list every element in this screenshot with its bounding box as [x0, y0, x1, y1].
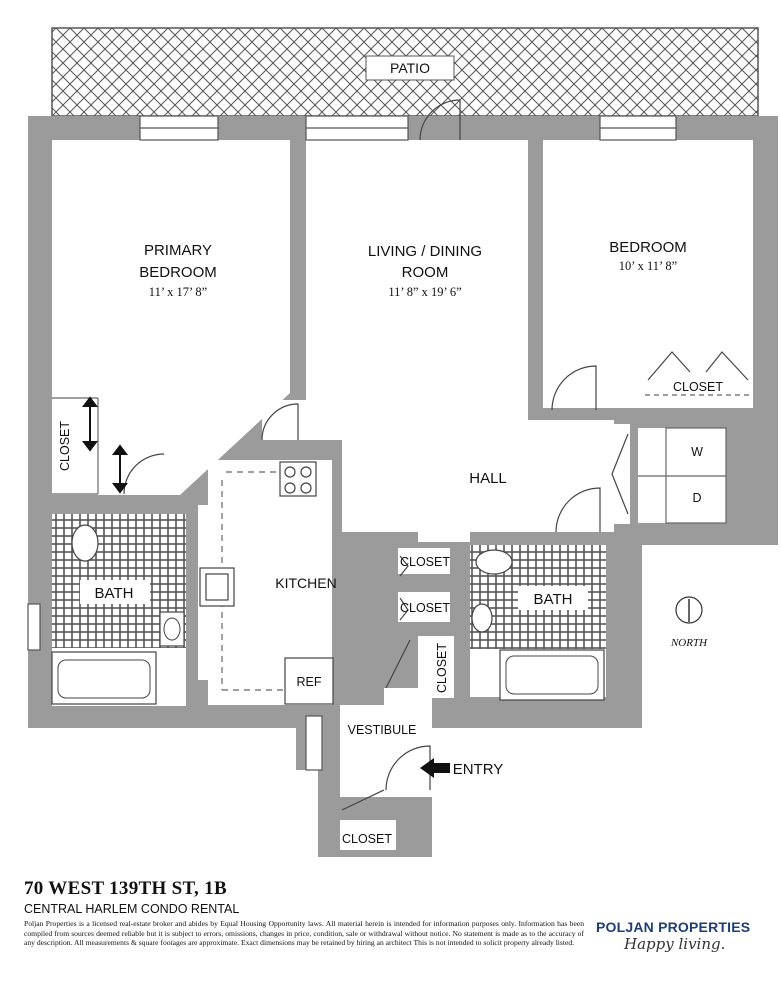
hall-floor: [342, 420, 614, 532]
door-closet-entry[interactable]: [341, 789, 385, 811]
doors[interactable]: [123, 99, 749, 811]
closet-hall-1-floor: [398, 548, 450, 574]
door-patio[interactable]: [419, 99, 461, 141]
window-bath: [27, 603, 41, 651]
closet-hall-3-label: CLOSET: [435, 643, 449, 693]
toilet-icon: [475, 549, 513, 575]
bath-label-bg: [80, 580, 150, 604]
hall-label: HALL: [469, 470, 507, 487]
bedroom-title: BEDROOM: [609, 239, 687, 256]
entry-arrow-icon: [420, 758, 450, 778]
door-hall-closet-1[interactable]: [399, 555, 409, 577]
living-dining-floor: [306, 140, 528, 400]
listing-footer: 70 WEST 139TH ST, 1B CENTRAL HARLEM COND…: [24, 878, 584, 948]
second-bath: BATH: [470, 545, 606, 701]
vestibule-label: VESTIBULE: [348, 723, 417, 737]
closet-hall-2-label: CLOSET: [400, 601, 450, 615]
bathtub-icon: [499, 649, 605, 701]
bath-two-label: BATH: [534, 591, 573, 608]
patio: PATIO: [51, 27, 759, 117]
door-living-swing[interactable]: [261, 403, 299, 441]
closet-slider-arrows: [82, 396, 128, 494]
sink-icon: [471, 603, 493, 633]
entry-label: ENTRY: [453, 761, 504, 778]
north-label: NORTH: [670, 637, 708, 649]
washer-label: W: [691, 445, 703, 459]
bedroom-floor: [543, 140, 753, 408]
patio-label: PATIO: [390, 60, 430, 76]
door-hall-closet-2[interactable]: [399, 597, 409, 621]
closet-bedroom-label: CLOSET: [673, 380, 723, 394]
closet-left-label: CLOSET: [58, 421, 72, 471]
closet-entry-floor: [340, 820, 396, 850]
bath-two-label-bg: [518, 586, 588, 610]
closet-hall-1-label: CLOSET: [400, 555, 450, 569]
patio-label-box: [365, 55, 455, 81]
listing-disclaimer: Poljan Properties is a licensed real-est…: [24, 919, 584, 948]
closet-bedroom-floor: [645, 370, 753, 408]
closet-hall-3-floor: [418, 636, 454, 698]
windows: [27, 115, 677, 771]
floor-plan: PATIO: [27, 27, 778, 857]
bath-primary-label: BATH: [95, 585, 134, 602]
north-compass: NORTH: [670, 596, 708, 649]
door-bath-two[interactable]: [555, 487, 601, 533]
door-closet-bedroom[interactable]: [647, 351, 749, 381]
bathtub-icon: [51, 651, 157, 705]
primary-bedroom-title-1: PRIMARY: [144, 242, 212, 259]
door-washer-dryer[interactable]: [611, 433, 629, 515]
door-bedroom[interactable]: [551, 365, 597, 411]
door-hall-closet-3[interactable]: [385, 639, 411, 689]
kitchen-label: KITCHEN: [275, 575, 336, 591]
brand-block: POLJAN PROPERTIES Happy living.: [596, 919, 766, 953]
listing-address: 70 WEST 139TH ST, 1B: [24, 878, 227, 899]
brand-logo-text: POLJAN PROPERTIES: [596, 919, 751, 935]
living-dining-dims: 11’ 8” x 19’ 6”: [388, 285, 461, 299]
listing-subtitle: CENTRAL HARLEM CONDO RENTAL: [24, 902, 240, 916]
closet-entry-label: CLOSET: [342, 832, 392, 846]
refrigerator: [284, 657, 334, 705]
primary-bedroom-title-2: BEDROOM: [139, 264, 217, 281]
ref-label: REF: [297, 675, 322, 689]
room-labels: PRIMARY BEDROOM 11’ x 17’ 8” LIVING / DI…: [58, 239, 723, 846]
living-dining-title-2: ROOM: [402, 264, 449, 281]
entry-marker: ENTRY: [420, 758, 503, 778]
toilet-icon: [71, 524, 99, 562]
vestibule-floor: [340, 705, 432, 797]
living-dining-title-1: LIVING / DINING: [368, 243, 482, 260]
primary-bedroom-dims: 11’ x 17’ 8”: [149, 285, 207, 299]
kitchen-fixtures: [199, 461, 334, 705]
dryer-label: D: [692, 491, 701, 505]
window-vestibule: [305, 715, 323, 771]
brand-tagline: Happy living.: [624, 935, 726, 953]
door-entry[interactable]: [385, 745, 431, 791]
primary-bedroom-floor: [52, 140, 290, 393]
primary-bath: BATH: [51, 514, 186, 705]
bedroom-dims: 10’ x 11’ 8”: [619, 259, 677, 273]
